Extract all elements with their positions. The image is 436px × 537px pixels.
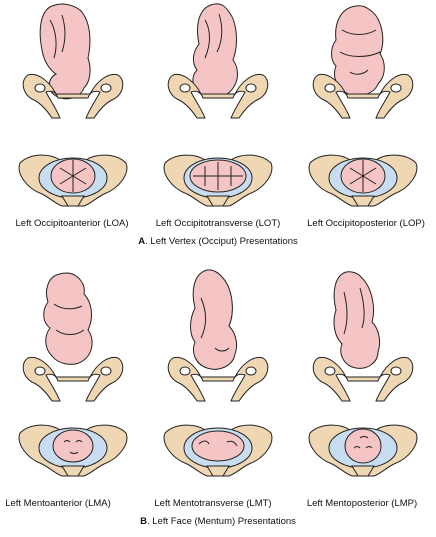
section-b-letter: B	[140, 516, 147, 527]
fetus-pelvis-illustration-lop	[312, 5, 414, 119]
panel-label-lmt: Left Mentotransverse (LMT)	[154, 498, 272, 509]
fetus-pelvis-illustration-lmp	[312, 271, 414, 402]
section-b-title: B. Left Face (Mentum) Presentations	[140, 516, 296, 527]
fetus-pelvis-illustration-lot	[167, 3, 269, 119]
pelvic-inlet-view-lma	[18, 424, 128, 477]
section-a-text: . Left Vertex (Occiput) Presentations	[145, 236, 298, 247]
fetus-pelvis-illustration-lmt	[167, 269, 269, 402]
panel-label-lot: Left Occipitotransverse (LOT)	[155, 218, 281, 229]
fetus-pelvis-illustration-lma	[22, 272, 124, 402]
pelvic-inlet-view-loa	[18, 154, 128, 207]
panel-label-lop: Left Occipitoposterior (LOP)	[307, 218, 425, 229]
pelvic-inlet-view-lot	[163, 154, 273, 207]
section-a-letter: A	[138, 236, 146, 247]
pelvic-inlet-view-lop	[308, 154, 418, 207]
section-b-text: . Left Face (Mentum) Presentations	[146, 516, 296, 527]
panel-label-loa: Left Occipitoanterior (LOA)	[15, 218, 129, 229]
pelvic-inlet-view-lmt	[163, 424, 273, 477]
section-a-title: A. Left Vertex (Occiput) Presentations	[138, 236, 297, 247]
pelvic-inlet-view-lmp	[308, 424, 418, 477]
panel-label-lma: Left Mentoanterior (LMA)	[5, 498, 111, 509]
panel-label-lmp: Left Mentoposterior (LMP)	[306, 498, 418, 509]
fetus-pelvis-illustration-loa	[22, 3, 124, 119]
